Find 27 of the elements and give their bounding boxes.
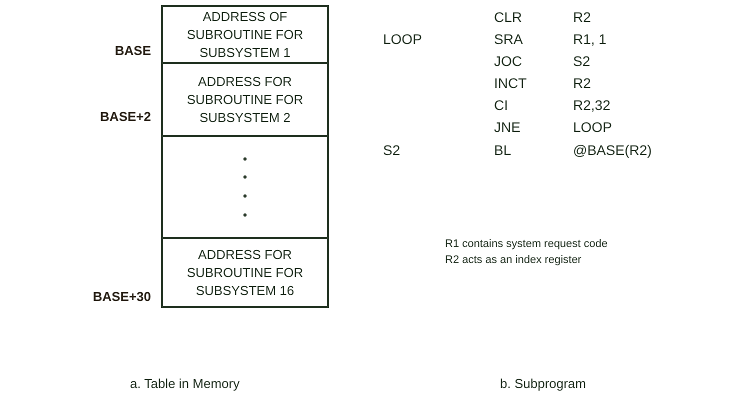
code-text: R2 (573, 74, 591, 92)
figure-caption: b. Subprogram (500, 375, 586, 393)
note-text: R1 contains system request code (445, 237, 608, 252)
address-label: BASE+2 (100, 109, 151, 125)
code-text: JNE (494, 118, 520, 136)
code-text: S2 (383, 141, 400, 159)
code-text: JOC (494, 52, 522, 70)
code-text: BL (494, 141, 512, 159)
code-text: CI (494, 96, 508, 114)
code-text: LOOP (573, 118, 612, 136)
code-text: @BASE(R2) (573, 141, 652, 159)
code-text: R2 (573, 8, 591, 26)
code-text: S2 (573, 52, 590, 70)
figure-caption: a. Table in Memory (130, 375, 240, 393)
code-text: R2,32 (573, 96, 610, 114)
note-text: R2 acts as an index register (445, 253, 582, 268)
cell-text: ADDRESS FOR SUBROUTINE FOR SUBSYSTEM 2 (186, 72, 304, 126)
cell-text: ADDRESS FOR SUBROUTINE FOR SUBSYSTEM 16 (186, 246, 304, 300)
code-text: CLR (494, 8, 522, 26)
code-text: SRA (494, 30, 523, 48)
code-text: INCT (494, 74, 527, 92)
code-text: LOOP (383, 30, 422, 48)
code-text: R1, 1 (573, 30, 606, 48)
empty-memory-cell (161, 135, 329, 239)
address-label: BASE (114, 43, 151, 59)
address-label: BASE+30 (92, 289, 151, 305)
cell-text: ADDRESS OF SUBROUTINE FOR SUBSYSTEM 1 (186, 8, 304, 62)
